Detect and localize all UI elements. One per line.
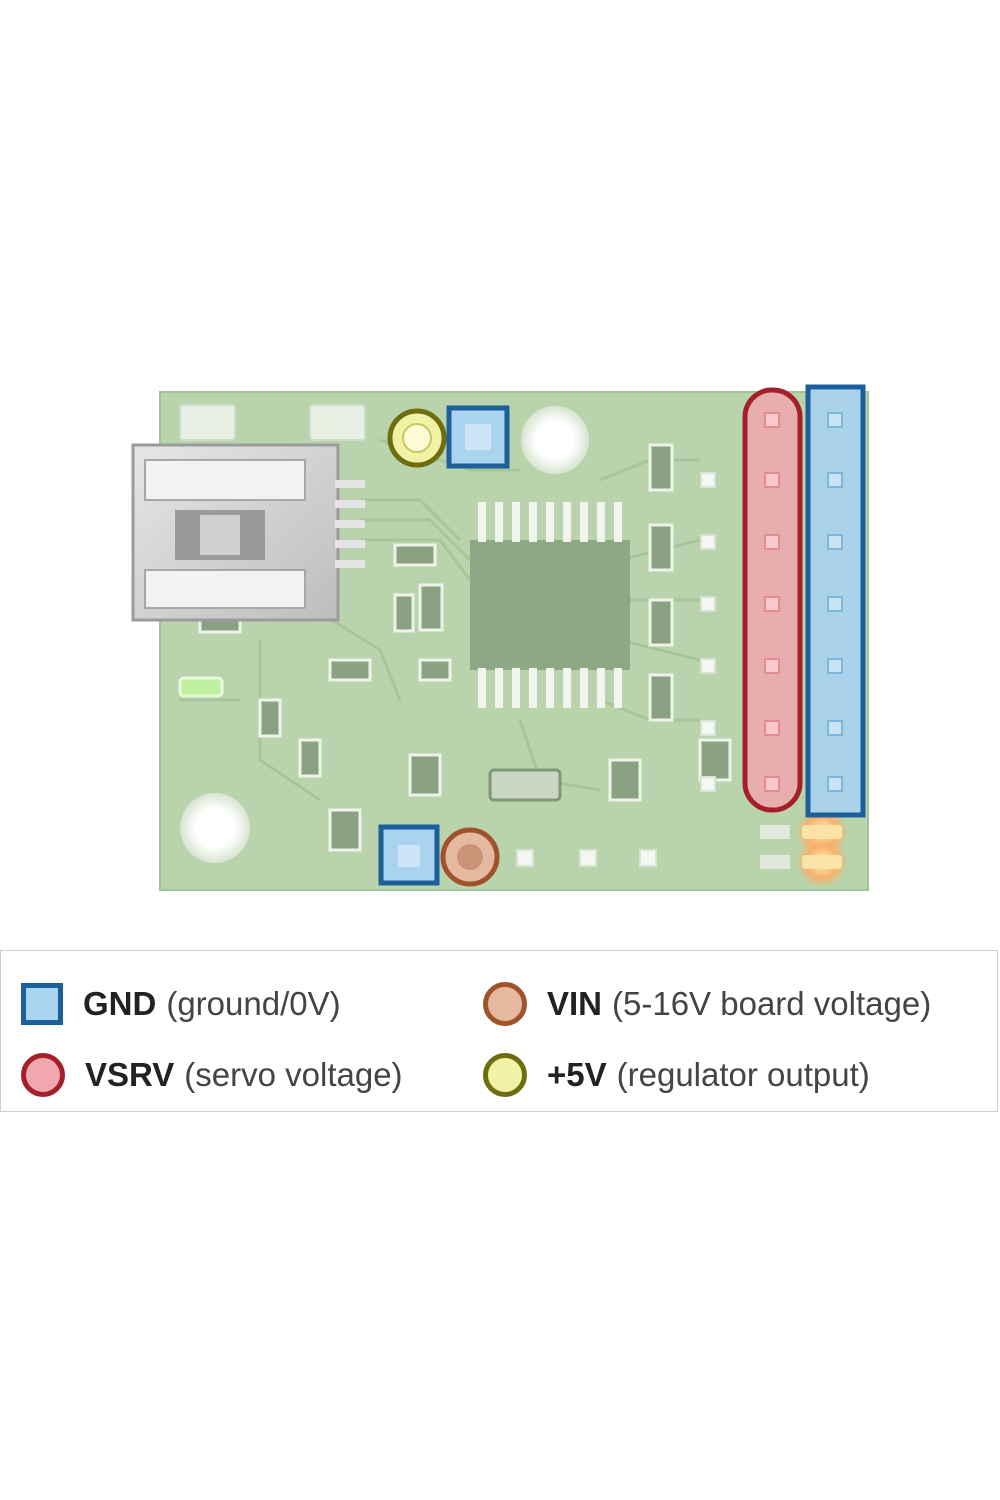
circle-swatch-icon: [21, 1053, 65, 1097]
gnd-pad-top-highlight: [446, 405, 510, 469]
legend-desc: (regulator output): [616, 1056, 870, 1093]
mounting-hole-bottom: [180, 793, 250, 863]
legend-box: GND (ground/0V) VIN (5-16V board voltage…: [0, 950, 998, 1112]
mounting-hole-top: [521, 406, 589, 474]
signal-pins: [700, 472, 716, 792]
main-chip: [470, 502, 630, 708]
power-led: [178, 676, 224, 698]
legend-desc: (ground/0V): [166, 985, 341, 1022]
gnd-header-highlight: [805, 384, 866, 818]
legend-key: +5V: [547, 1056, 607, 1093]
circle-swatch-icon: [483, 1053, 527, 1097]
legend-item-vsrv: VSRV (servo voltage): [21, 1053, 403, 1097]
status-leds: [760, 806, 848, 888]
legend-desc: (servo voltage): [184, 1056, 403, 1093]
bottom-pads: [516, 849, 657, 867]
legend-item-vin: VIN (5-16V board voltage): [483, 982, 931, 1026]
pcb-edge: [159, 391, 869, 891]
legend-key: GND: [83, 985, 157, 1022]
square-swatch-icon: [21, 983, 63, 1025]
usb-connector: [131, 443, 365, 622]
legend-key: VSRV: [85, 1056, 175, 1093]
v5-pad-highlight: [387, 408, 447, 468]
top-pads: [179, 404, 366, 441]
vin-pad-highlight: [440, 827, 500, 887]
crystal: [488, 768, 562, 802]
gnd-pad-bottom-highlight: [378, 824, 440, 886]
legend-item-gnd: GND (ground/0V): [21, 983, 341, 1025]
vsrv-header-highlight: [742, 387, 803, 813]
legend-key: VIN: [547, 985, 603, 1022]
legend-item-v5: +5V (regulator output): [483, 1053, 870, 1097]
legend-desc: (5-16V board voltage): [612, 985, 932, 1022]
board-illustration: [131, 384, 869, 891]
circle-swatch-icon: [483, 982, 527, 1026]
